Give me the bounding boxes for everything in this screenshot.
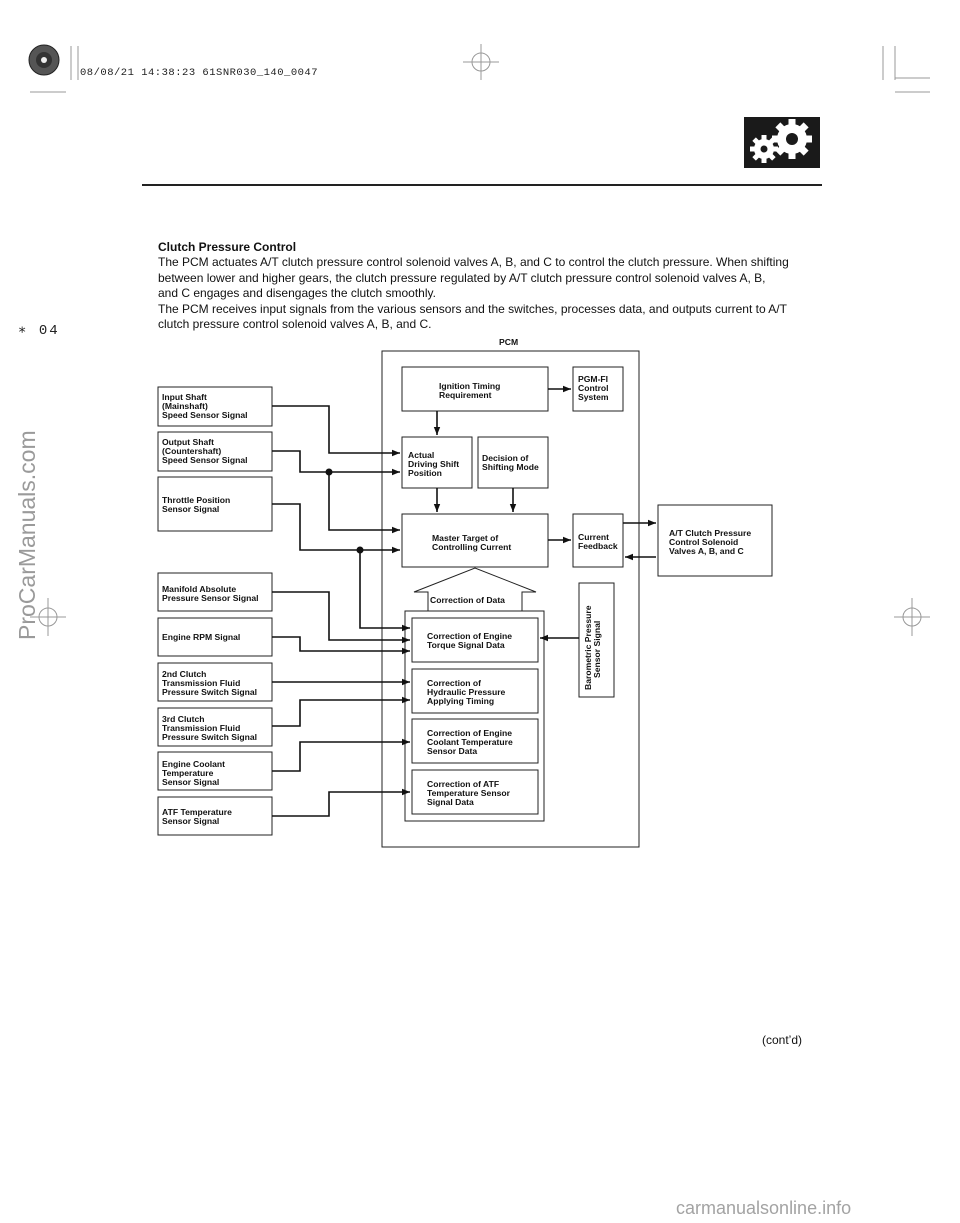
section-title: Clutch Pressure Control — [158, 240, 297, 254]
paragraph-line: between lower and higher gears, the clut… — [158, 270, 766, 285]
clutch3-label: 3rd Clutch Transmission Fluid Pressure S… — [162, 714, 257, 742]
solenoid-label: A/T Clutch Pressure Control Solenoid Val… — [669, 528, 754, 556]
baro-label: Barometric Pressure Sensor Signal — [583, 603, 602, 690]
crosshair-icon — [894, 598, 930, 636]
paragraph-line: The PCM receives input signals from the … — [158, 301, 787, 316]
paragraph-line: The PCM actuates A/T clutch pressure con… — [158, 255, 789, 269]
throttle-label: Throttle Position Sensor Signal — [162, 495, 233, 514]
corr-atf-label: Correction of ATF Temperature Sensor Sig… — [427, 779, 512, 807]
paragraph-1: The PCM actuates A/T clutch pressure con… — [158, 255, 818, 333]
feedback-box — [572, 513, 624, 568]
atf-label: ATF Temperature Sensor Signal — [162, 807, 234, 826]
clutch3-box — [157, 707, 273, 747]
corr-torque-box — [411, 617, 539, 663]
crosshair-icon — [463, 44, 499, 80]
rpm-label: Engine RPM Signal — [162, 632, 240, 642]
corr-hydraulic-label: Correction of Hydraulic Pressure Applyin… — [427, 678, 508, 706]
corr-atf-box — [411, 769, 539, 815]
clutch2-label: 2nd Clutch Transmission Fluid Pressure S… — [162, 669, 257, 697]
actual-position-label: Actual Driving Shift Position — [408, 450, 461, 478]
registration-disc-icon — [28, 44, 60, 76]
decision-label: Decision of Shifting Mode — [482, 453, 539, 472]
gears-icon — [744, 117, 820, 168]
coolant-label: Engine Coolant Temperature Sensor Signal — [162, 759, 227, 787]
pgmfi-label: PGM-FI Control System — [578, 374, 611, 402]
bottom-watermark: carmanualsonline.info — [676, 1198, 852, 1218]
corr-torque-label: Correction of Engine Torque Signal Data — [427, 631, 514, 650]
baro-box — [578, 582, 615, 698]
solenoid-box — [657, 504, 773, 577]
master-target-label: Master Target of Controlling Current — [432, 533, 511, 552]
corr-coolant-label: Correction of Engine Coolant Temperature… — [427, 728, 515, 756]
pgmfi-box — [572, 366, 624, 412]
map-label: Manifold Absolute Pressure Sensor Signal — [162, 584, 258, 603]
crosshair-icon — [30, 598, 66, 636]
header-rule — [142, 184, 822, 186]
ignition-label: Ignition Timing Requirement — [439, 381, 503, 400]
feedback-label: Current Feedback — [578, 532, 618, 551]
pcm-label: PCM — [499, 337, 518, 347]
output-shaft-label: Output Shaft (Countershaft) Speed Sensor… — [162, 437, 247, 465]
pcm-box — [381, 350, 640, 848]
paragraph-line: and C engages and disengages the clutch … — [158, 286, 436, 301]
corr-hydraulic-box — [411, 668, 539, 714]
page-code: ∗ 04 — [18, 323, 60, 339]
correction-data-label: Correction of Data — [430, 595, 505, 605]
continued-note: (cont’d) — [762, 1033, 803, 1047]
print-stamp: 08/08/21 14:38:23 61SNR030_140_0047 — [80, 67, 319, 79]
paragraph-line: clutch pressure control solenoid valves … — [158, 317, 432, 332]
corr-coolant-box — [411, 718, 539, 764]
input-shaft-label: Input Shaft (Mainshaft) Speed Sensor Sig… — [162, 392, 247, 420]
correction-data-arrow — [413, 567, 537, 612]
